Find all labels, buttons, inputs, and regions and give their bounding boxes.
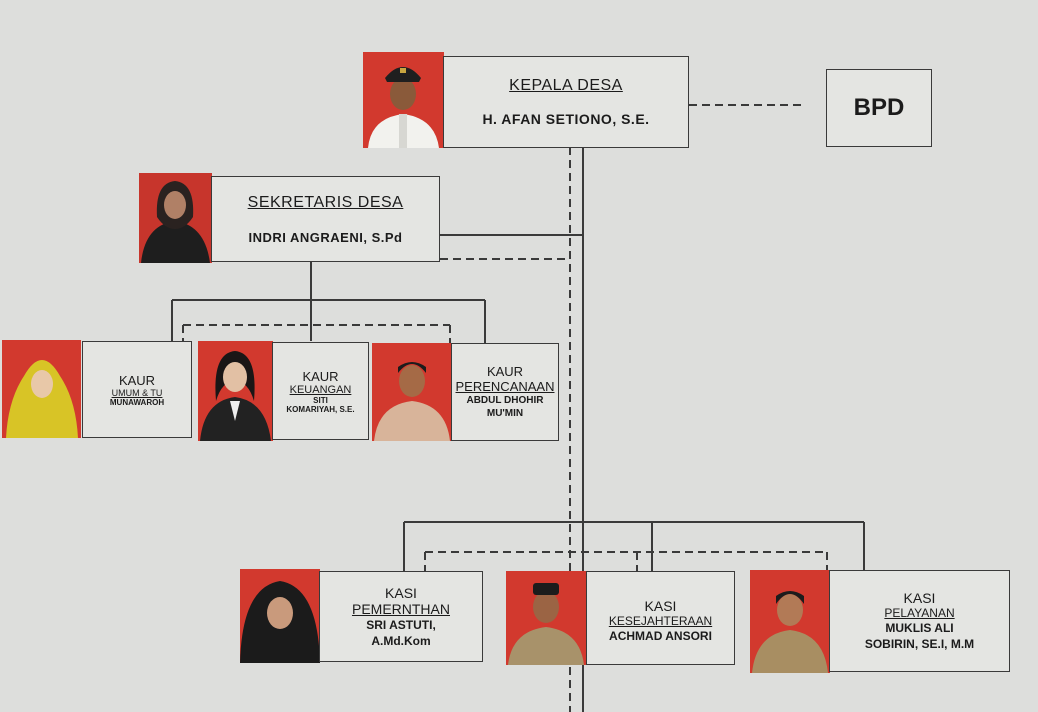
kasi-pelayanan-box: KASI PELAYANAN MUKLIS ALI SOBIRIN, SE.I,… [829, 570, 1010, 672]
kaur-keuangan-box: KAUR KEUANGAN SITI KOMARIYAH, S.E. [272, 342, 369, 440]
kasi-pemerintahan-title: KASI [385, 584, 417, 601]
kaur-perencanaan-photo [372, 343, 452, 441]
bpd-label: BPD [853, 94, 905, 121]
kasi-pelayanan-name-1: MUKLIS ALI [885, 621, 954, 635]
kaur-umum-box: KAUR UMUM & TU MUNAWAROH [82, 341, 192, 438]
kaur-keuangan-photo [198, 341, 273, 441]
kaur-perencanaan-box: KAUR PERENCANAAN ABDUL DHOHIR MU'MIN [451, 343, 559, 441]
kasi-pelayanan-title: KASI [903, 590, 936, 606]
kaur-perencanaan-name-1: ABDUL DHOHIR [466, 395, 544, 406]
kasi-pelayanan-subtitle: PELAYANAN [884, 606, 955, 620]
sekretaris-desa-box: SEKRETARIS DESA INDRI ANGRAENI, S.Pd [211, 176, 440, 262]
kasi-kesejahteraan-box: KASI KESEJAHTERAAN ACHMAD ANSORI [586, 571, 735, 665]
kaur-keuangan-subtitle: KEUANGAN [289, 383, 352, 396]
kaur-perencanaan-name-2: MU'MIN [486, 408, 524, 419]
kaur-keuangan-title: KAUR [302, 368, 339, 384]
kasi-kesejahteraan-name: ACHMAD ANSORI [609, 629, 712, 643]
kasi-pemerintahan-name-1: SRI ASTUTI, [366, 617, 436, 632]
kepala-photo [363, 52, 444, 148]
kaur-umum-title: KAUR [118, 372, 156, 388]
kasi-pemerintahan-subtitle: PEMERNTHAN [351, 600, 450, 617]
kasi-pelayanan-photo [750, 570, 830, 673]
kasi-kesejahteraan-subtitle: KESEJAHTERAAN [608, 614, 713, 628]
kepala-name: H. AFAN SETIONO, S.E. [482, 111, 650, 127]
kepala-desa-box: KEPALA DESA H. AFAN SETIONO, S.E. [443, 56, 689, 148]
kasi-pemerintahan-box: KASI PEMERNTHAN SRI ASTUTI, A.Md.Kom [319, 571, 483, 662]
kepala-title: KEPALA DESA [509, 77, 623, 94]
sekretaris-photo [139, 173, 212, 263]
kasi-kesejahteraan-photo [506, 571, 586, 665]
kaur-perencanaan-title: KAUR [486, 364, 524, 379]
kasi-pemerintahan-name-2: A.Md.Kom [371, 633, 431, 648]
kaur-umum-photo [2, 340, 81, 438]
kasi-pelayanan-name-2: SOBIRIN, SE.I, M.M [864, 637, 975, 651]
sekretaris-title: SEKRETARIS DESA [247, 193, 404, 211]
kaur-keuangan-name-1: SITI [313, 395, 328, 405]
kasi-kesejahteraan-title: KASI [644, 598, 677, 614]
kasi-pemerintahan-photo [240, 569, 320, 663]
kaur-perencanaan-subtitle: PERENCANAAN [455, 379, 555, 394]
sekretaris-name: INDRI ANGRAENI, S.Pd [248, 229, 403, 245]
bpd-box: BPD [826, 69, 932, 147]
kaur-umum-subtitle: UMUM & TU [111, 387, 163, 398]
kaur-keuangan-name-2: KOMARIYAH, S.E. [286, 404, 355, 414]
kaur-umum-name: MUNAWAROH [109, 397, 165, 407]
